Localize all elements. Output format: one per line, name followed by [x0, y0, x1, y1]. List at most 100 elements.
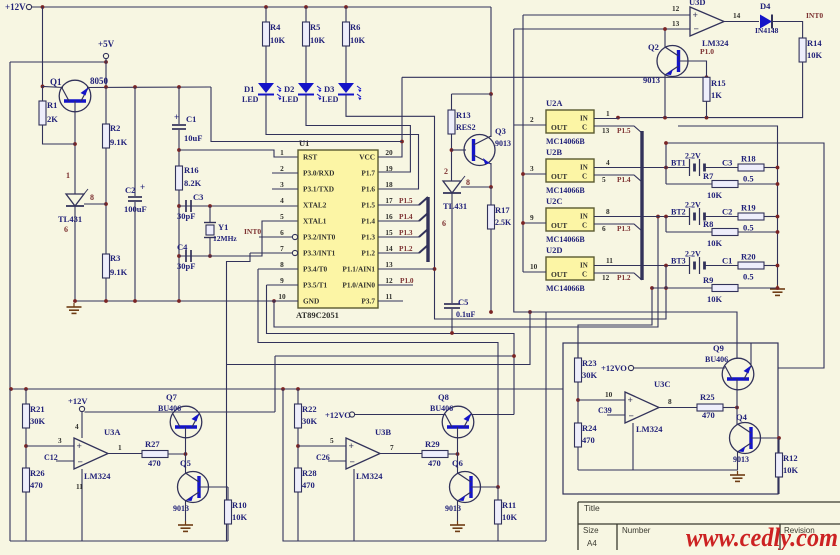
svg-text:8: 8 [466, 178, 470, 187]
svg-text:Q7: Q7 [166, 392, 178, 402]
svg-text:MC14066B: MC14066B [546, 137, 585, 146]
svg-text:R21: R21 [30, 404, 45, 414]
svg-text:470: 470 [30, 480, 43, 490]
svg-text:Y1: Y1 [218, 222, 228, 232]
svg-text:1: 1 [118, 443, 122, 452]
svg-text:17: 17 [385, 196, 393, 205]
svg-text:P3.2/INT0: P3.2/INT0 [303, 233, 336, 242]
svg-text:11: 11 [386, 292, 393, 301]
svg-text:30pF: 30pF [177, 261, 195, 271]
svg-text:LM324: LM324 [84, 471, 111, 481]
svg-text:Q1: Q1 [50, 77, 62, 87]
svg-text:P1.3: P1.3 [617, 224, 631, 233]
svg-text:P3.1/TXD: P3.1/TXD [303, 185, 334, 194]
svg-text:12: 12 [672, 4, 680, 13]
svg-text:BT1: BT1 [671, 159, 686, 168]
svg-text:12: 12 [385, 276, 393, 285]
svg-text:LED: LED [242, 95, 259, 104]
svg-text:0.5: 0.5 [743, 174, 754, 184]
svg-text:5: 5 [330, 436, 334, 445]
svg-text:10uF: 10uF [184, 133, 202, 143]
svg-text:BU406: BU406 [158, 404, 181, 413]
svg-text:BU406: BU406 [430, 404, 453, 413]
svg-text:0.1uF: 0.1uF [456, 310, 475, 319]
svg-text:Q4: Q4 [736, 412, 748, 422]
svg-text:R2: R2 [110, 123, 120, 133]
svg-text:Title: Title [584, 503, 600, 513]
svg-text:R20: R20 [741, 252, 756, 262]
svg-text:RES2: RES2 [456, 123, 476, 132]
svg-text:Q9: Q9 [713, 343, 724, 353]
svg-text:1K: 1K [711, 90, 722, 100]
svg-text:R14: R14 [807, 38, 822, 48]
svg-text:LED: LED [322, 95, 339, 104]
svg-text:6: 6 [64, 225, 68, 234]
svg-text:1: 1 [280, 148, 284, 157]
svg-text:10K: 10K [707, 294, 723, 304]
svg-text:P1.5: P1.5 [617, 126, 631, 135]
svg-text:R10: R10 [232, 500, 247, 510]
svg-text:18: 18 [385, 180, 393, 189]
svg-text:R4: R4 [270, 22, 281, 32]
svg-text:XTAL1: XTAL1 [303, 217, 327, 226]
svg-text:R22: R22 [302, 404, 317, 414]
svg-text:4: 4 [75, 422, 79, 431]
svg-text:U2D: U2D [546, 245, 563, 255]
svg-text:6: 6 [602, 224, 606, 233]
svg-text:IN: IN [580, 262, 588, 270]
svg-text:13: 13 [602, 126, 610, 135]
svg-text:2K: 2K [47, 114, 58, 124]
svg-text:C2: C2 [125, 185, 135, 195]
svg-text:30K: 30K [30, 416, 46, 426]
svg-text:P1.5: P1.5 [361, 201, 375, 210]
svg-text:6: 6 [280, 228, 284, 237]
svg-text:R7: R7 [703, 171, 714, 181]
svg-text:7: 7 [390, 443, 394, 452]
svg-text:20: 20 [385, 148, 393, 157]
svg-text:R13: R13 [456, 110, 471, 120]
svg-text:U3D: U3D [689, 0, 706, 7]
svg-text:3: 3 [530, 164, 534, 173]
svg-text:XTAL2: XTAL2 [303, 201, 327, 210]
svg-text:C5: C5 [458, 297, 468, 307]
svg-text:Q8: Q8 [438, 392, 449, 402]
svg-text:10: 10 [605, 390, 613, 399]
svg-text:A4: A4 [587, 539, 597, 548]
svg-text:C26: C26 [316, 453, 330, 462]
svg-text:9: 9 [530, 213, 534, 222]
svg-text:Size: Size [583, 526, 599, 535]
svg-text:10K: 10K [707, 190, 723, 200]
svg-text:P1.3: P1.3 [399, 228, 413, 237]
svg-text:R27: R27 [145, 439, 160, 449]
svg-text:10: 10 [530, 262, 538, 271]
svg-text:www.cedly.com: www.cedly.com [686, 523, 838, 550]
svg-text:12MHz: 12MHz [213, 234, 237, 243]
svg-text:13: 13 [385, 260, 393, 269]
svg-text:LM324: LM324 [702, 38, 729, 48]
svg-text:1: 1 [66, 171, 70, 180]
svg-text:C: C [582, 173, 587, 181]
svg-text:R17: R17 [495, 205, 510, 215]
svg-text:P1.3: P1.3 [361, 233, 375, 242]
svg-text:R26: R26 [30, 468, 45, 478]
svg-text:9.1K: 9.1K [110, 137, 128, 147]
svg-text:R8: R8 [703, 219, 713, 229]
svg-text:P3.0/RXD: P3.0/RXD [303, 169, 334, 178]
svg-text:14: 14 [385, 244, 393, 253]
svg-text:C3: C3 [722, 158, 732, 168]
svg-text:R29: R29 [425, 439, 440, 449]
svg-text:3: 3 [280, 180, 284, 189]
svg-text:15: 15 [385, 228, 393, 237]
svg-text:9013: 9013 [733, 455, 749, 464]
svg-text:VCC: VCC [359, 153, 375, 162]
svg-text:9.1K: 9.1K [110, 267, 128, 277]
svg-text:470: 470 [148, 458, 161, 468]
svg-text:C2: C2 [722, 207, 732, 217]
svg-text:−: − [350, 458, 355, 468]
svg-text:13: 13 [672, 19, 680, 28]
svg-text:470: 470 [582, 435, 595, 445]
svg-text:11: 11 [76, 482, 83, 491]
svg-text:C: C [582, 222, 587, 230]
svg-text:10K: 10K [783, 465, 799, 475]
svg-text:INT0: INT0 [244, 227, 261, 236]
